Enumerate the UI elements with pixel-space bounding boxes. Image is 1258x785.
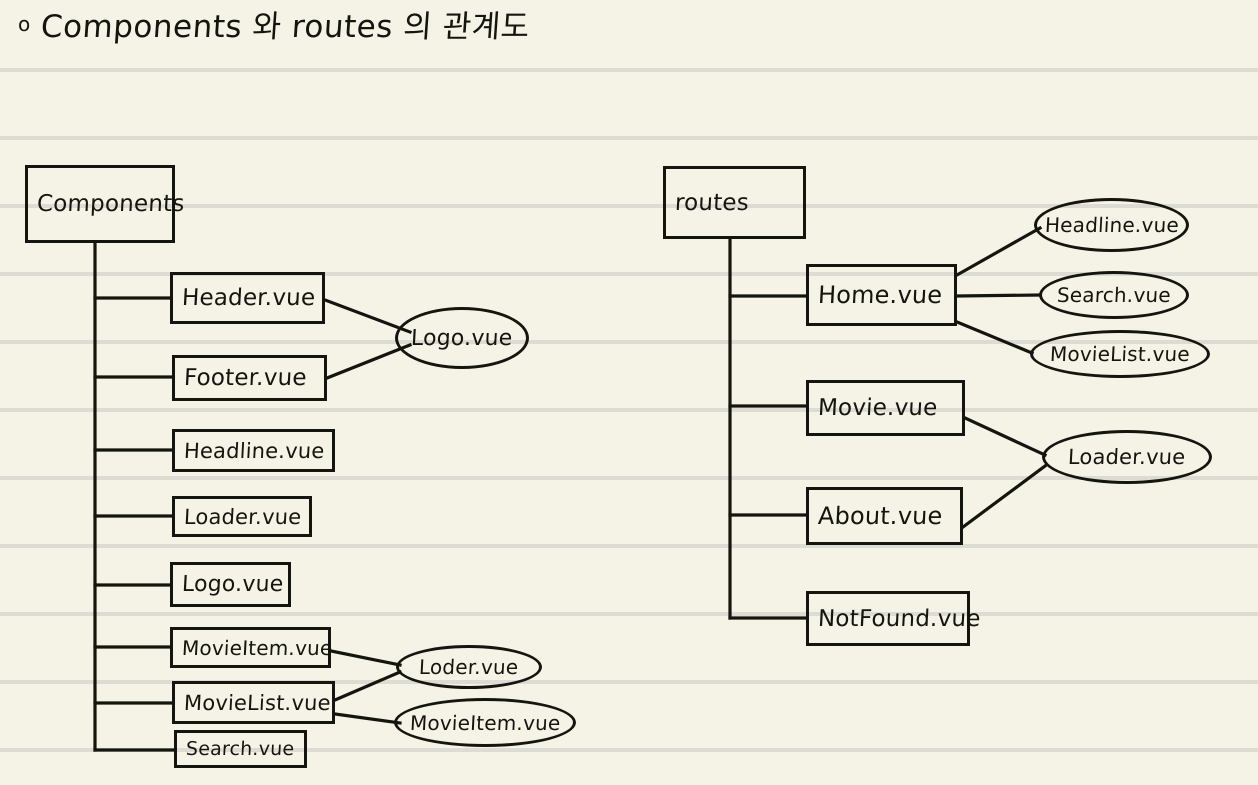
node-label: Headline.vue	[183, 438, 326, 463]
node-label: Headline.vue	[1043, 213, 1180, 237]
node-label: About.vue	[817, 502, 944, 530]
link-home-headline	[954, 225, 1043, 278]
node-header-vue[interactable]: Header.vue	[170, 272, 325, 324]
link-movie-loader	[962, 415, 1048, 458]
link-movielist-loder	[332, 669, 403, 703]
bullet-marker: o	[18, 12, 31, 36]
node-label: routes	[674, 189, 750, 216]
node-logo-vue-dependency[interactable]: Logo.vue	[395, 307, 529, 369]
node-label: MovieList.vue	[183, 690, 332, 715]
node-movielist-vue[interactable]: MovieList.vue	[172, 681, 335, 724]
node-label: NotFound.vue	[817, 605, 982, 632]
node-label: Logo.vue	[410, 325, 514, 351]
node-label: Search.vue	[185, 738, 295, 760]
node-label: MovieList.vue	[1049, 342, 1191, 366]
link-about-loader	[960, 463, 1048, 530]
node-notfound-vue[interactable]: NotFound.vue	[806, 591, 981, 646]
node-search-vue[interactable]: Search.vue	[174, 730, 307, 768]
node-loader-vue-dependency[interactable]: Loader.vue	[1042, 430, 1212, 484]
node-label: Header.vue	[181, 285, 316, 311]
node-movie-vue[interactable]: Movie.vue	[806, 380, 965, 436]
node-footer-vue[interactable]: Footer.vue	[172, 355, 327, 401]
node-label: Home.vue	[817, 281, 944, 309]
node-loader-vue[interactable]: Loader.vue	[172, 496, 312, 537]
node-label: Loder.vue	[418, 655, 520, 679]
node-label: MovieItem.vue	[409, 710, 561, 735]
node-loder-vue-dependency[interactable]: Loder.vue	[396, 645, 542, 689]
node-label: Loader.vue	[1067, 445, 1187, 469]
node-about-vue[interactable]: About.vue	[806, 487, 963, 545]
node-label: MovieItem.vue	[181, 635, 334, 660]
link-home-search	[955, 293, 1042, 298]
page-title-text: Components 와 routes 의 관계도	[39, 9, 532, 45]
node-home-vue[interactable]: Home.vue	[806, 264, 957, 326]
link-movielist-movieitem	[333, 712, 402, 725]
node-movieitem-vue[interactable]: MovieItem.vue	[170, 627, 334, 668]
node-label: Movie.vue	[817, 395, 939, 421]
node-search-vue-dependency[interactable]: Search.vue	[1039, 271, 1189, 319]
node-headline-vue-dependency[interactable]: Headline.vue	[1034, 198, 1189, 252]
node-routes-root[interactable]: routes	[663, 166, 806, 239]
link-movieitem-loder	[329, 649, 402, 667]
node-components-root[interactable]: Components	[25, 165, 185, 243]
node-label: Logo.vue	[181, 572, 285, 597]
link-home-movielist	[954, 319, 1035, 356]
node-label: Footer.vue	[183, 365, 308, 391]
node-label: Search.vue	[1056, 283, 1172, 307]
node-movieitem-vue-dependency[interactable]: MovieItem.vue	[394, 698, 576, 747]
link-footer-logo	[324, 342, 413, 381]
node-headline-vue[interactable]: Headline.vue	[172, 429, 335, 472]
node-label: Loader.vue	[183, 504, 302, 529]
node-label: Components	[36, 191, 186, 217]
node-movielist-vue-dependency[interactable]: MovieList.vue	[1030, 330, 1210, 378]
link-header-logo	[322, 297, 413, 335]
node-logo-vue[interactable]: Logo.vue	[170, 562, 291, 607]
page-title: o Components 와 routes 의 관계도	[18, 9, 532, 45]
